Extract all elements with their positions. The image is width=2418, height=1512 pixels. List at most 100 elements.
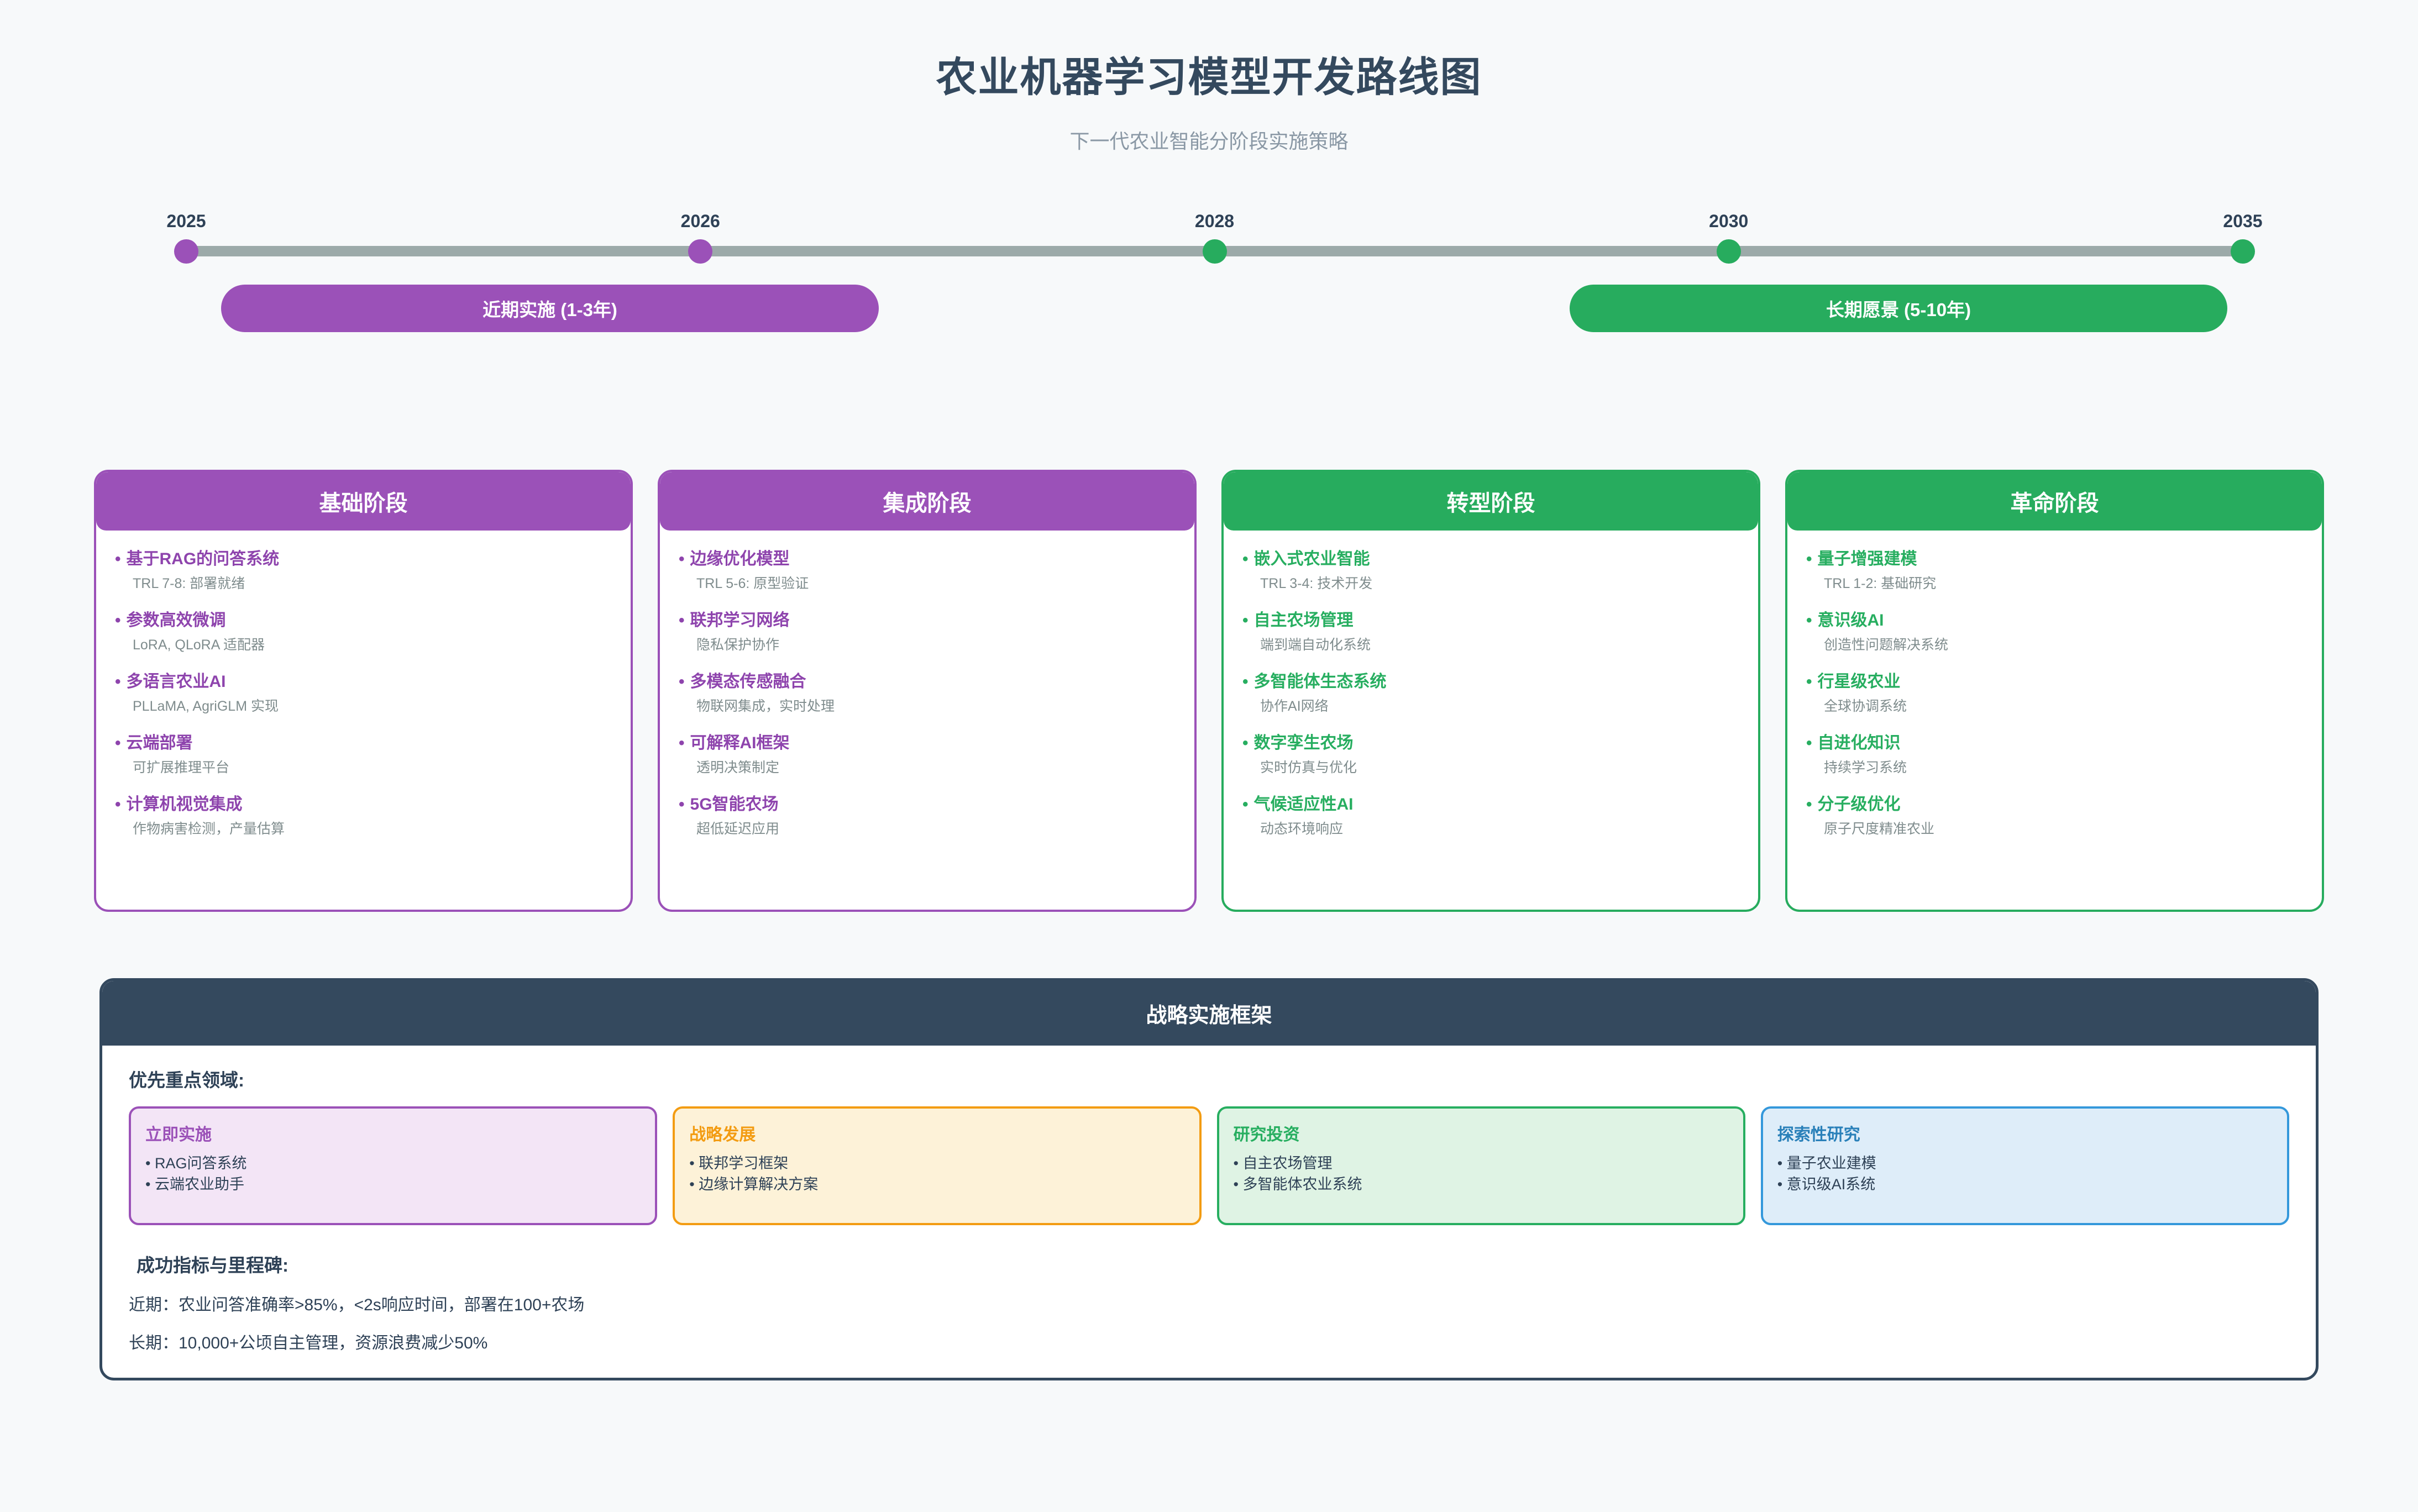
bullet-icon: • xyxy=(679,673,685,691)
phase-card-title: 基础阶段 xyxy=(96,472,631,531)
metrics-title: 成功指标与里程碑: xyxy=(137,1255,289,1275)
phase-card-body: •边缘优化模型 TRL 5-6: 原型验证 •联邦学习网络隐私保护协作 •多模态传感融… xyxy=(660,531,1194,837)
timeline-tick-dot xyxy=(2231,239,2255,264)
phase-item-subtitle: 持续学习系统 xyxy=(1824,760,1907,775)
timeline-band[interactable]: 长期愿景 (5-10年) xyxy=(1570,285,2227,332)
phase-item: •基于RAG的问答系统 TRL 7-8: 部署就绪 xyxy=(115,549,612,592)
phase-item-title: •行星级农业 xyxy=(1806,673,1901,691)
phase-item: •联邦学习网络隐私保护协作 xyxy=(679,611,1176,653)
phase-item-title: •自进化知识 xyxy=(1806,734,1901,752)
bullet-icon: • xyxy=(679,795,685,813)
phase-item-title: •5G智能农场 xyxy=(679,795,779,813)
phase-item: •自进化知识持续学习系统 xyxy=(1806,733,2303,776)
phase-item-subtitle: 原子尺度精准农业 xyxy=(1824,821,1935,837)
bullet-icon: • xyxy=(1806,611,1812,629)
timeline-tick-2035[interactable]: 2035 xyxy=(2223,211,2263,264)
phase-item-title: •多语言农业AI xyxy=(115,673,226,691)
phase-item-title: •多模态传感融合 xyxy=(679,673,806,691)
phase-item-subtitle: 透明决策制定 xyxy=(696,760,780,775)
phase-item: •云端部署可扩展推理平台 xyxy=(115,733,612,776)
phase-item-subtitle: 实时仿真与优化 xyxy=(1260,760,1357,775)
timeline-tick-2030[interactable]: 2030 xyxy=(1709,211,1748,264)
bullet-icon: • xyxy=(1242,734,1249,752)
priority-box[interactable]: 立即实施• RAG问答系统• 云端农业助手 xyxy=(129,1106,658,1225)
phase-item-subtitle: LoRA, QLoRA 适配器 xyxy=(133,637,265,653)
timeline-tick-2028[interactable]: 2028 xyxy=(1195,211,1234,264)
phase-item-title: •云端部署 xyxy=(115,734,193,752)
priority-box-item: • 边缘计算解决方案 xyxy=(689,1176,819,1193)
timeline-tick-2025[interactable]: 2025 xyxy=(166,211,206,264)
phase-card-title: 集成阶段 xyxy=(660,472,1194,531)
phase-item-title: •分子级优化 xyxy=(1806,795,1901,813)
phase-item-title: •意识级AI xyxy=(1806,611,1884,629)
phase-item: •自主农场管理端到端自动化系统 xyxy=(1242,611,1739,653)
priority-box-title: 战略发展 xyxy=(689,1126,756,1144)
phase-card-title: 革命阶段 xyxy=(1787,472,2322,531)
phase-item-subtitle: 隐私保护协作 xyxy=(696,637,780,653)
timeline-tick-dot xyxy=(174,239,198,264)
phase-item-subtitle: TRL 7-8: 部署就绪 xyxy=(133,576,245,591)
phase-item-title: •边缘优化模型 xyxy=(679,550,790,568)
timeline-tick-label: 2025 xyxy=(166,211,206,231)
success-metrics: 成功指标与里程碑: 近期：农业问答准确率>85%，<2s响应时间，部署在100+… xyxy=(129,1251,2289,1353)
phase-item: •数字孪生农场实时仿真与优化 xyxy=(1242,733,1739,776)
phase-item-subtitle: 协作AI网络 xyxy=(1260,699,1329,714)
timeline-tick-label: 2026 xyxy=(680,211,720,231)
phase-item-subtitle: TRL 1-2: 基础研究 xyxy=(1824,576,1937,591)
phase-card[interactable]: 集成阶段 •边缘优化模型 TRL 5-6: 原型验证 •联邦学习网络隐私保护协作 •多模… xyxy=(658,470,1197,912)
metrics-line: 长期：10,000+公顷自主管理，资源浪费减少50% xyxy=(129,1334,488,1352)
phase-item-subtitle: TRL 5-6: 原型验证 xyxy=(696,576,809,591)
priority-box[interactable]: 探索性研究• 量子农业建模• 意识级AI系统 xyxy=(1760,1106,2289,1225)
phase-item-subtitle: 动态环境响应 xyxy=(1260,821,1344,837)
priority-box[interactable]: 战略发展 • 联邦学习框架 • 边缘计算解决方案 xyxy=(673,1106,1202,1225)
bullet-icon: • xyxy=(1242,795,1249,813)
bullet-icon: • xyxy=(115,550,121,568)
priority-box-item: • 联邦学习框架 xyxy=(689,1155,789,1172)
priority-box-item: • 自主农场管理 xyxy=(1233,1155,1333,1172)
phase-item: •行星级农业全球协调系统 xyxy=(1806,672,2303,715)
phase-item: •多智能体生态系统协作AI网络 xyxy=(1242,672,1739,715)
page-title: 农业机器学习模型开发路线图 xyxy=(936,54,1482,100)
phase-item: •可解释AI框架透明决策制定 xyxy=(679,733,1176,776)
phase-item-title: •基于RAG的问答系统 xyxy=(115,550,280,568)
priority-areas-label: 优先重点领域: xyxy=(129,1070,244,1090)
bullet-icon: • xyxy=(1806,795,1812,813)
phase-item-title: •联邦学习网络 xyxy=(679,611,790,629)
bullet-icon: • xyxy=(1806,734,1812,752)
phase-item-title: •自主农场管理 xyxy=(1242,611,1354,629)
phase-item: •意识级AI 创造性问题解决系统 xyxy=(1806,611,2303,653)
phase-item-subtitle: 可扩展推理平台 xyxy=(133,760,230,775)
timeline-tick-label: 2028 xyxy=(1194,211,1235,231)
timeline-tick-label: 2035 xyxy=(2223,211,2263,231)
phase-item-subtitle: 作物病害检测，产量估算 xyxy=(133,821,285,837)
phase-item-title: •计算机视觉集成 xyxy=(115,795,243,813)
bullet-icon: • xyxy=(1242,673,1249,691)
phase-item: •分子级优化原子尺度精准农业 xyxy=(1806,795,2303,837)
strategic-framework-panel: 战略实施框架 优先重点领域: 立即实施• RAG问答系统• 云端农业助手战略发展… xyxy=(99,978,2319,1380)
bullet-icon: • xyxy=(1806,550,1812,568)
bullet-icon: • xyxy=(1242,611,1249,629)
phase-item-title: •多智能体生态系统 xyxy=(1242,673,1387,691)
priority-box-title: 研究投资 xyxy=(1233,1126,1300,1144)
priority-box-title: 立即实施 xyxy=(145,1126,212,1144)
bullet-icon: • xyxy=(115,734,121,752)
phase-item-subtitle: 创造性问题解决系统 xyxy=(1824,637,1949,653)
timeline-band[interactable]: 近期实施 (1-3年) xyxy=(221,285,879,332)
bullet-icon: • xyxy=(115,795,121,813)
phase-item-title: •嵌入式农业智能 xyxy=(1242,550,1370,568)
timeline-tick-dot xyxy=(1202,239,1227,264)
priority-box[interactable]: 研究投资• 自主农场管理• 多智能体农业系统 xyxy=(1216,1106,1745,1225)
page-subtitle: 下一代农业智能分阶段实施策略 xyxy=(1069,130,1349,153)
timeline-tick-2026[interactable]: 2026 xyxy=(681,211,720,264)
bullet-icon: • xyxy=(679,550,685,568)
priority-box-title: 探索性研究 xyxy=(1777,1126,1860,1144)
phase-item-subtitle: PLLaMA, AgriGLM 实现 xyxy=(133,699,279,714)
